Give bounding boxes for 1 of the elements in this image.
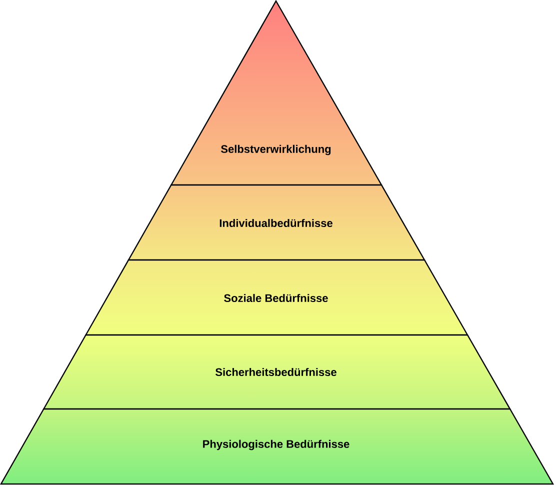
pyramid-level: Physiologische Bedürfnisse: [0, 408, 554, 485]
